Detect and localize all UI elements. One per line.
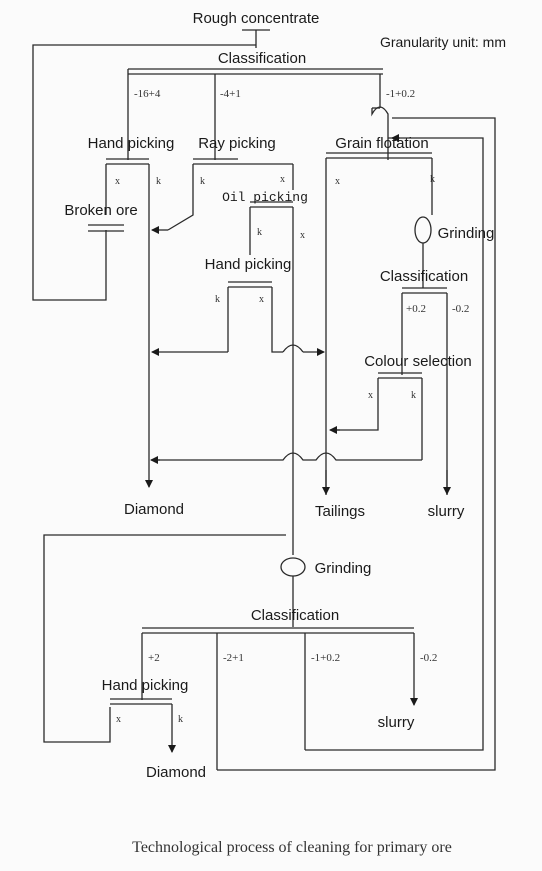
slurry-output-label-2: slurry (378, 714, 415, 731)
crusher-symbol (88, 224, 124, 232)
grain-flotation-label: Grain flotation (335, 135, 428, 152)
hp3-k-label: k (178, 714, 183, 725)
hand-picking-unit-1 (105, 158, 150, 230)
hand-picking-label-2: Hand picking (205, 256, 292, 273)
classification-label-3: Classification (251, 607, 339, 624)
s2-fraction-1: +2 (148, 652, 160, 664)
diamond-output-label: Diamond (124, 501, 184, 518)
hand-picking-unit-3 (110, 698, 176, 753)
hand-picking-label-3: Hand picking (102, 677, 189, 694)
hand-picking-unit-2 (227, 281, 304, 353)
grinding-mill-2 (280, 557, 306, 577)
grain-flotation-unit (325, 152, 433, 495)
broken-ore-recycle-line (32, 44, 256, 301)
ray-x-label: x (280, 174, 285, 185)
s2-fraction-2: -2+1 (223, 652, 244, 664)
fraction-label-2: -4+1 (220, 88, 241, 100)
broken-ore-label: Broken ore (64, 202, 137, 219)
hp1-x-label: x (115, 176, 120, 187)
hand-picking-label-1: Hand picking (88, 135, 175, 152)
fine-fraction-plus: +0.2 (406, 303, 426, 315)
hp3-x-label: x (116, 714, 121, 725)
hp2-x-label: x (259, 294, 264, 305)
colour-selection-unit (335, 372, 423, 460)
classification-bar-1 (128, 68, 383, 75)
grinding-mill-1 (414, 216, 432, 244)
classification-bar-2 (401, 287, 448, 495)
s2-fraction-3: -1+0.2 (311, 652, 340, 664)
figure-caption: Technological process of cleaning for pr… (132, 839, 452, 856)
colour-selection-label: Colour selection (364, 353, 472, 370)
slurry-output-label: slurry (428, 503, 465, 520)
classification-label-1: Classification (218, 50, 306, 67)
hp2-k-label: k (215, 294, 220, 305)
classification-bar-3 (141, 627, 418, 770)
cs-k-label: k (411, 390, 416, 401)
classification-label-2: Classification (380, 268, 468, 285)
fraction-label-3: -1+0.2 (386, 88, 415, 100)
grinding-label-1: Grinding (438, 225, 495, 242)
fine-fraction-minus: -0.2 (452, 303, 469, 315)
ray-picking-unit (167, 158, 294, 231)
oil-picking-label: Oil picking (222, 190, 308, 205)
oil-x-label: x (300, 230, 305, 241)
return-line-diamond (152, 452, 422, 461)
flotation-k-label: k (430, 174, 435, 185)
rough-concentrate-label: Rough concentrate (193, 10, 320, 27)
diamond-output-label-2: Diamond (146, 764, 206, 781)
ray-picking-label: Ray picking (198, 135, 276, 152)
oil-picking-unit (249, 201, 294, 530)
oil-k-label: k (257, 227, 262, 238)
cs-x-label: x (368, 390, 373, 401)
hp1-k-label: k (156, 176, 161, 187)
stage2-hand-picking-recycle (43, 534, 286, 743)
s2-fraction-4: -0.2 (420, 652, 437, 664)
tailings-output-label: Tailings (315, 503, 365, 520)
granularity-unit-note: Granularity unit: mm (380, 34, 506, 50)
grinding-label-2: Grinding (315, 560, 372, 577)
flotation-x-label: x (335, 176, 340, 187)
fraction-label-1: -16+4 (134, 88, 161, 100)
stage2-recycle-line (305, 137, 484, 751)
ray-k-label: k (200, 176, 205, 187)
